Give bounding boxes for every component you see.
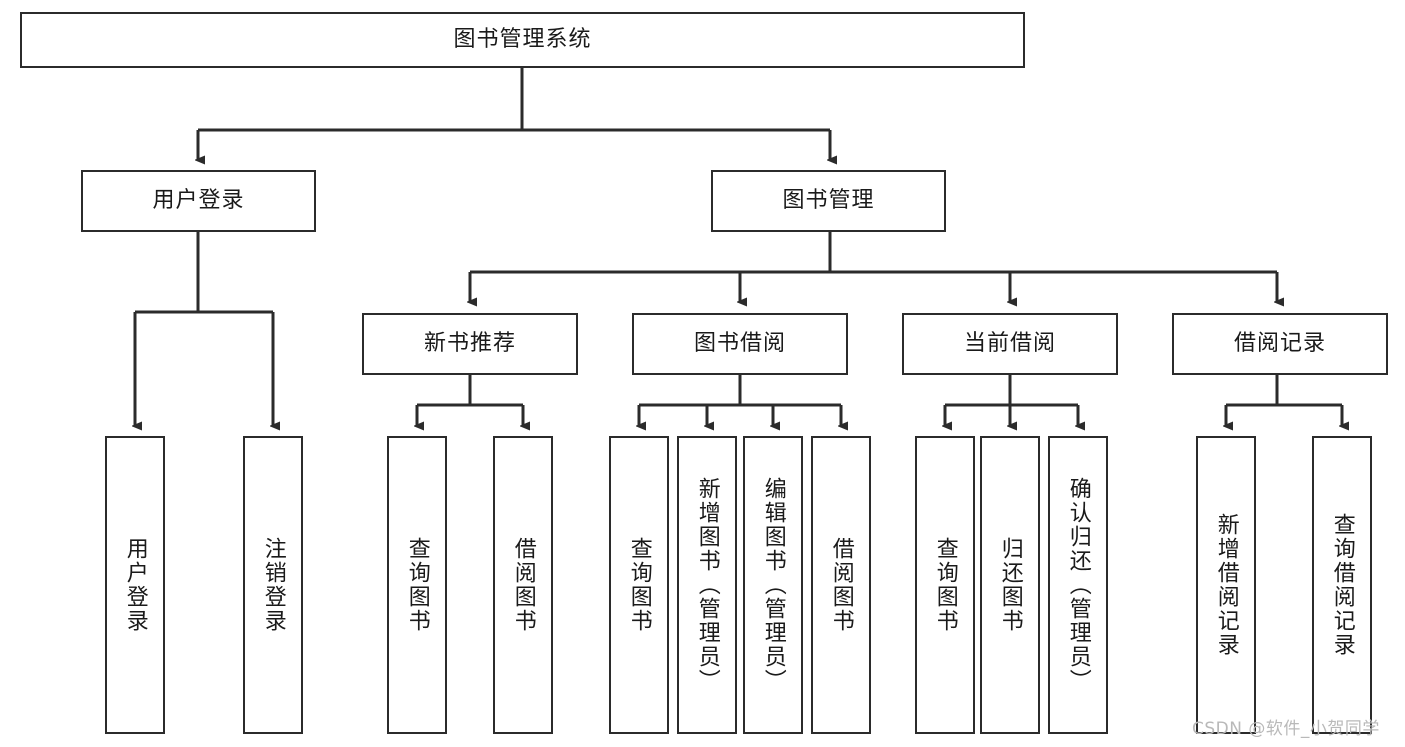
node-label: 用户登录 (152, 187, 245, 213)
node-leaf-query-book-3[interactable]: 查询图书 (915, 436, 975, 734)
node-label: 确认归还（管理员） (1065, 477, 1091, 693)
node-label: 图书管理 (782, 187, 875, 213)
node-label: 新书推荐 (423, 330, 516, 356)
node-leaf-borrow-book-2[interactable]: 借阅图书 (811, 436, 871, 734)
node-label: 注销登录 (260, 537, 286, 633)
node-label: 查询图书 (932, 537, 958, 633)
node-leaf-borrow-book-1[interactable]: 借阅图书 (493, 436, 553, 734)
node-label: 新增借阅记录 (1213, 513, 1239, 657)
node-label: 归还图书 (997, 537, 1023, 633)
node-label: 用户登录 (122, 537, 148, 633)
node-label: 借阅图书 (510, 537, 536, 633)
node-leaf-user-login[interactable]: 用户登录 (105, 436, 165, 734)
node-leaf-add-borrow-record[interactable]: 新增借阅记录 (1196, 436, 1256, 734)
node-leaf-logout-login[interactable]: 注销登录 (243, 436, 303, 734)
node-leaf-add-book-admin[interactable]: 新增图书（管理员） (677, 436, 737, 734)
node-label: 当前借阅 (963, 330, 1056, 356)
node-leaf-confirm-return-admin[interactable]: 确认归还（管理员） (1048, 436, 1108, 734)
node-label: 查询图书 (626, 537, 652, 633)
node-label: 图书借阅 (693, 330, 786, 356)
node-leaf-query-book-2[interactable]: 查询图书 (609, 436, 669, 734)
node-leaf-query-book-1[interactable]: 查询图书 (387, 436, 447, 734)
node-new-book-recommend[interactable]: 新书推荐 (362, 313, 578, 375)
node-label: 查询图书 (404, 537, 430, 633)
node-book-management-system[interactable]: 图书管理系统 (20, 12, 1025, 68)
node-label: 查询借阅记录 (1329, 513, 1355, 657)
node-current-borrow[interactable]: 当前借阅 (902, 313, 1118, 375)
node-label: 新增图书（管理员） (694, 477, 720, 693)
node-borrow-record[interactable]: 借阅记录 (1172, 313, 1388, 375)
node-label: 借阅记录 (1233, 330, 1326, 356)
node-label: 借阅图书 (828, 537, 854, 633)
node-leaf-edit-book-admin[interactable]: 编辑图书（管理员） (743, 436, 803, 734)
node-leaf-return-book[interactable]: 归还图书 (980, 436, 1040, 734)
node-book-management[interactable]: 图书管理 (711, 170, 946, 232)
node-leaf-query-borrow-record[interactable]: 查询借阅记录 (1312, 436, 1372, 734)
node-user-login[interactable]: 用户登录 (81, 170, 316, 232)
node-label: 编辑图书（管理员） (760, 477, 786, 693)
node-label: 图书管理系统 (453, 26, 592, 52)
node-book-borrow[interactable]: 图书借阅 (632, 313, 848, 375)
